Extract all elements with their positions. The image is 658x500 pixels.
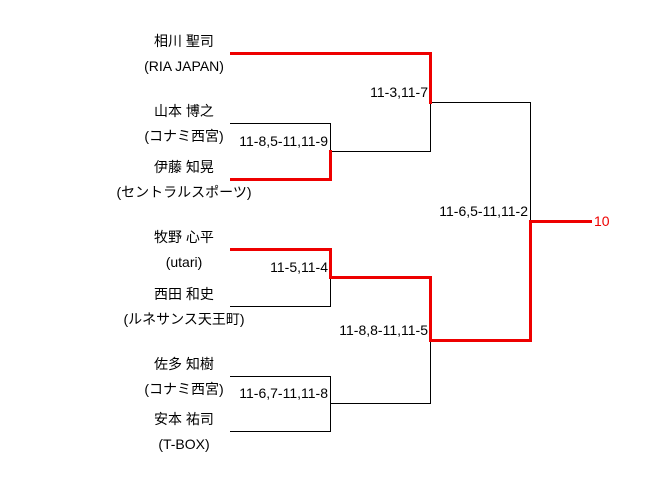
winner-path-line bbox=[230, 52, 431, 55]
bracket-line bbox=[430, 340, 431, 404]
player-club: (セントラルスポーツ) bbox=[116, 184, 252, 200]
winner-path-line bbox=[330, 276, 432, 279]
score-final: 11-6,5-11,11-2 bbox=[439, 203, 528, 219]
winner-path-line bbox=[230, 248, 332, 251]
player-name: 牧野 心平 bbox=[154, 229, 214, 245]
score-sf-bottom: 11-8,8-11,11-5 bbox=[339, 322, 428, 338]
winner-position-label: 10 bbox=[594, 213, 610, 229]
player-name: 西田 和史 bbox=[154, 286, 214, 302]
score-qf-top: 11-8,5-11,11-9 bbox=[239, 133, 328, 149]
player-club: (T-BOX) bbox=[158, 436, 210, 452]
winner-path-line bbox=[429, 52, 432, 104]
player-club: (RIA JAPAN) bbox=[144, 58, 224, 74]
winner-path-line bbox=[329, 248, 332, 279]
score-qf-mid: 11-5,11-4 bbox=[270, 259, 328, 275]
winner-path-line bbox=[530, 220, 592, 223]
bracket-line bbox=[330, 151, 430, 152]
score-qf-bottom: 11-6,7-11,11-8 bbox=[239, 385, 328, 401]
player-club: (utari) bbox=[165, 254, 203, 270]
player-name: 佐多 知樹 bbox=[154, 356, 214, 372]
bracket-line bbox=[330, 376, 331, 432]
winner-path-line bbox=[529, 220, 532, 342]
winner-path-line bbox=[230, 178, 332, 181]
bracket-line bbox=[430, 102, 530, 103]
player-name: 安本 祐司 bbox=[154, 411, 214, 427]
bracket-line bbox=[330, 403, 430, 404]
winner-path-line bbox=[329, 150, 332, 181]
bracket-line bbox=[330, 277, 331, 307]
bracket-line bbox=[230, 306, 330, 307]
bracket-line bbox=[330, 123, 331, 152]
score-sf-top: 11-3,11-7 bbox=[370, 84, 428, 100]
bracket-line bbox=[230, 376, 330, 377]
bracket-line bbox=[430, 102, 431, 152]
player-club: (ルネサンス天王町) bbox=[123, 311, 245, 327]
winner-path-line bbox=[430, 339, 532, 342]
player-name: 伊藤 知晃 bbox=[154, 159, 214, 175]
player-name: 相川 聖司 bbox=[154, 33, 214, 49]
player-club: (コナミ西宮) bbox=[144, 381, 224, 397]
player-club: (コナミ西宮) bbox=[144, 128, 224, 144]
player-name: 山本 博之 bbox=[154, 103, 214, 119]
bracket-line bbox=[230, 431, 330, 432]
winner-path-line bbox=[429, 276, 432, 342]
bracket-line bbox=[530, 102, 531, 222]
bracket-line bbox=[230, 123, 330, 124]
